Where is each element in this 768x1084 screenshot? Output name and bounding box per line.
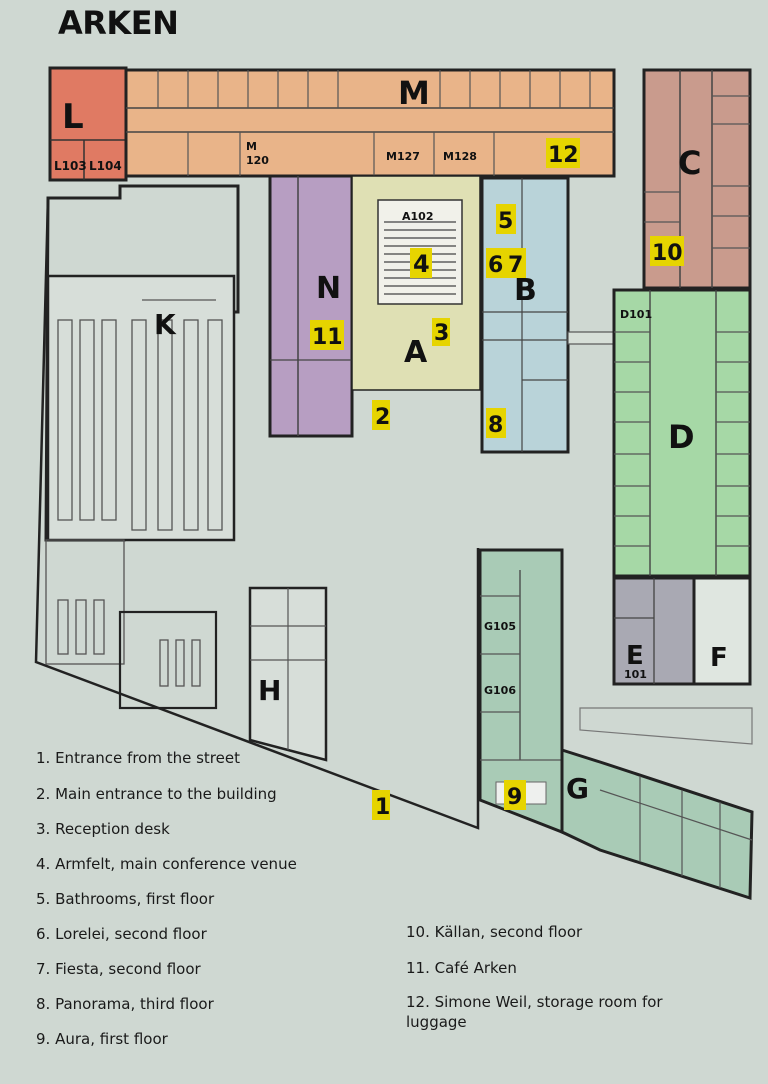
room-e101: 101 (624, 668, 647, 681)
legend-item-2: 2. Main entrance to the building (36, 785, 277, 803)
legend-item-1: 1. Entrance from the street (36, 749, 240, 767)
legend-item-7: 7. Fiesta, second floor (36, 960, 201, 978)
marker-3[interactable]: 3 (434, 321, 449, 346)
legend-item-6: 6. Lorelei, second floor (36, 925, 207, 943)
room-g105: G105 (484, 620, 516, 633)
label-g: G (566, 772, 589, 805)
label-d: D (668, 418, 695, 456)
room-m127: M127 (386, 150, 420, 163)
marker-11[interactable]: 11 (312, 325, 343, 350)
marker-9[interactable]: 9 (507, 785, 522, 810)
marker-2[interactable]: 2 (375, 405, 390, 430)
label-b: B (514, 273, 537, 308)
label-e: E (626, 641, 644, 671)
marker-4[interactable]: 4 (413, 250, 430, 278)
marker-7[interactable]: 7 (508, 253, 523, 278)
room-l103: L103 (54, 159, 87, 173)
legend-item-12: 12. Simone Weil, storage room for luggag… (406, 993, 663, 1031)
legend-item-3: 3. Reception desk (36, 820, 170, 838)
label-n: N (316, 271, 341, 306)
label-m: M (398, 74, 430, 112)
wing-n[interactable] (268, 174, 354, 438)
legend-item-4: 4. Armfelt, main conference venue (36, 855, 297, 873)
map-title: ARKEN (58, 4, 179, 42)
wing-g-annex[interactable] (560, 747, 754, 901)
room-m120-number: 120 (246, 154, 269, 167)
wing-f[interactable] (692, 576, 752, 686)
legend-item-9: 9. Aura, first floor (36, 1030, 168, 1048)
legend-item-10: 10. Källan, second floor (406, 923, 583, 941)
label-f: F (710, 643, 728, 673)
marker-8[interactable]: 8 (488, 413, 503, 438)
label-k: K (154, 308, 177, 341)
legend-item-8: 8. Panorama, third floor (36, 995, 214, 1013)
label-h: H (258, 674, 281, 707)
room-m120-prefix: M (246, 140, 257, 153)
room-g106: G106 (484, 684, 516, 697)
room-l104: L104 (89, 159, 122, 173)
site-boundary (34, 197, 480, 830)
marker-10[interactable]: 10 (652, 241, 683, 266)
wing-k[interactable] (46, 274, 236, 542)
marker-1[interactable]: 1 (375, 795, 390, 820)
wing-m[interactable] (124, 68, 616, 178)
label-l: L (62, 97, 84, 137)
label-a: A (404, 335, 428, 370)
marker-5[interactable]: 5 (498, 209, 513, 234)
label-c: C (678, 144, 701, 182)
marker-12[interactable]: 12 (548, 143, 579, 168)
legend-item-11: 11. Café Arken (406, 959, 517, 977)
paving (579, 707, 753, 745)
walkway-b-d (567, 331, 615, 345)
legend-item-5: 5. Bathrooms, first floor (36, 890, 215, 908)
wing-d[interactable] (612, 288, 752, 578)
room-d101: D101 (620, 308, 652, 321)
location-markers: 1 2 3 4 5 6 7 8 9 10 11 12 (310, 138, 684, 820)
k-annex (45, 539, 125, 665)
marker-6[interactable]: 6 (488, 253, 503, 278)
room-a102: A102 (402, 210, 433, 223)
room-m128: M128 (443, 150, 477, 163)
